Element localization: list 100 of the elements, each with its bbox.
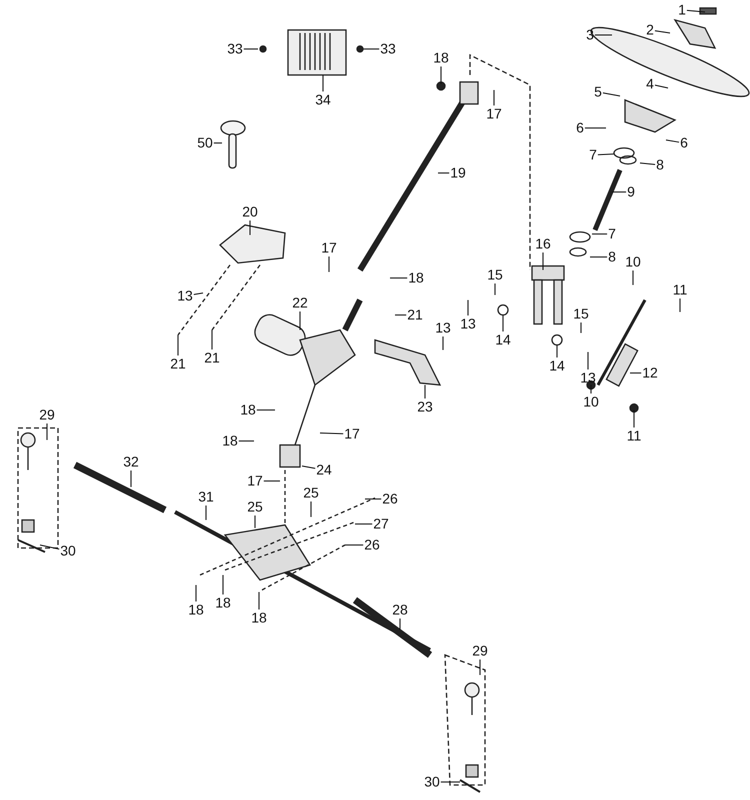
callout-number: 7 (589, 148, 597, 162)
callout-number: 14 (549, 358, 565, 374)
leader-line (502, 314, 504, 332)
leader-line (438, 172, 450, 174)
callout-number: 18 (433, 50, 449, 66)
callout-number: 25 (247, 500, 263, 514)
leader-line (258, 592, 260, 610)
callout-number: 18 (215, 596, 231, 610)
leader-line (322, 74, 324, 92)
callout-number: 15 (573, 306, 589, 322)
callout-number: 11 (626, 428, 642, 444)
leader-line (310, 501, 312, 518)
leader-line (222, 574, 224, 595)
callout-number: 13 (580, 370, 596, 386)
leader-line (302, 466, 316, 469)
callout-number: 29 (472, 644, 488, 658)
callout-number: 30 (424, 774, 440, 790)
leader-line (440, 66, 442, 84)
callout-number: 18 (251, 610, 267, 626)
callout-number: 18 (188, 602, 204, 618)
leader-line (640, 162, 656, 165)
callout-number: 2 (646, 22, 654, 38)
leader-line (238, 440, 254, 442)
leader-line (494, 283, 496, 296)
callout-number: 32 (123, 454, 139, 470)
callout-number: 16 (535, 236, 551, 252)
leader-line (362, 48, 380, 50)
leader-line (320, 432, 344, 434)
callout-number: 17 (321, 240, 337, 256)
leader-line (590, 384, 592, 394)
callout-number: 25 (303, 486, 319, 500)
callout-number: 18 (408, 270, 424, 286)
callout-number: 23 (417, 400, 433, 414)
callout-number: 33 (380, 42, 396, 56)
callout-number: 13 (177, 288, 193, 304)
leader-line (632, 270, 634, 286)
callout-number: 13 (435, 320, 451, 336)
callout-number: 9 (627, 184, 635, 200)
leader-line (556, 344, 558, 358)
leader-line (213, 142, 222, 144)
callout-number: 29 (39, 408, 55, 422)
callout-number: 6 (680, 136, 688, 150)
leader-line (686, 10, 706, 12)
leader-line (328, 256, 330, 272)
callout-number: 30 (60, 544, 76, 558)
callout-number: 4 (646, 76, 654, 92)
leader-line (254, 515, 256, 528)
callout-number: 28 (392, 602, 408, 618)
leader-line (597, 154, 614, 156)
callout-number: 18 (222, 434, 238, 448)
leader-line (424, 384, 426, 399)
leader-line (243, 48, 258, 50)
callout-number: 17 (247, 474, 263, 488)
callout-number: 15 (487, 268, 503, 282)
callout-number: 21 (170, 356, 186, 372)
callout-number: 26 (364, 538, 380, 552)
callout-number: 8 (608, 250, 616, 264)
leader-line (654, 84, 668, 88)
leader-line (542, 252, 544, 270)
callout-number: 5 (594, 84, 602, 100)
callout-number: 18 (240, 402, 256, 418)
callout-number: 12 (642, 366, 658, 380)
leader-line (630, 372, 642, 374)
callout-number: 21 (204, 350, 220, 366)
callout-number: 7 (608, 226, 616, 242)
callout-number: 50 (197, 136, 213, 150)
leader-line (344, 544, 364, 546)
leader-line (130, 470, 132, 488)
callout-number: 17 (344, 426, 360, 442)
callout-number: 20 (242, 204, 258, 220)
leader-line (580, 322, 582, 334)
callout-number: 3 (586, 28, 594, 42)
callout-number: 22 (292, 296, 308, 310)
leader-line (193, 292, 204, 296)
callout-number: 34 (315, 92, 331, 108)
callout-number: 21 (407, 308, 423, 322)
leader-line (364, 498, 382, 500)
leader-line (590, 256, 608, 258)
leader-line (602, 92, 620, 96)
leader-line (442, 336, 444, 350)
callout-number: 17 (486, 106, 502, 122)
callout-number: 26 (382, 492, 398, 506)
callout-number: 1 (678, 2, 686, 18)
callout-number: 10 (583, 394, 599, 410)
leader-line (263, 480, 280, 482)
callout-number: 27 (373, 516, 389, 532)
leader-line (40, 544, 60, 550)
callout-number: 11 (672, 282, 688, 298)
callout-number: 14 (495, 332, 511, 348)
leader-line (394, 314, 407, 316)
leader-line (666, 140, 680, 143)
callout-number: 8 (656, 158, 664, 172)
callout-number: 33 (227, 42, 243, 56)
leader-line (46, 423, 48, 440)
leader-line (654, 30, 670, 34)
callout-number: 19 (450, 166, 466, 180)
leader-line (594, 34, 612, 36)
callout-number: 13 (460, 316, 476, 332)
callout-number: 6 (576, 120, 584, 136)
callout-number: 10 (625, 254, 641, 270)
